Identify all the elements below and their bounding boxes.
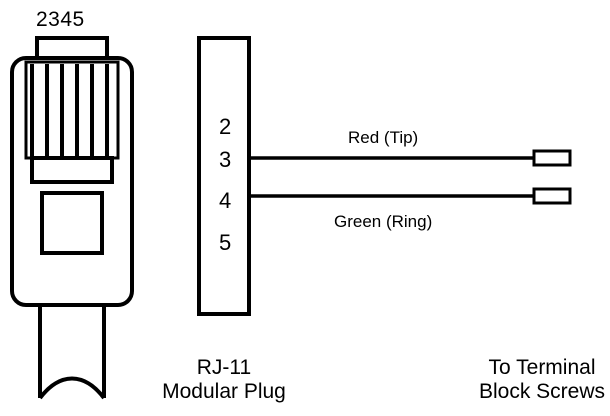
terminal-block (197, 36, 251, 316)
block-pin-4: 4 (219, 188, 232, 213)
block-pin-2: 2 (219, 114, 232, 139)
caption-plug: RJ-11 Modular Plug (150, 356, 298, 403)
caption-plug-line2: Modular Plug (162, 379, 286, 403)
plug-lower-window (40, 191, 104, 255)
wire-red-terminal (532, 149, 572, 167)
caption-terminal-line1: To Terminal (488, 356, 596, 379)
plug-cable (38, 305, 106, 400)
caption-terminal-line2: Block Screws (478, 379, 606, 403)
caption-terminal: To Terminal Block Screws (476, 356, 608, 403)
wire-red-label: Red (Tip) (348, 128, 419, 147)
wire-green-terminal (532, 187, 572, 205)
wires (249, 149, 572, 205)
block-pin-5: 5 (219, 230, 232, 255)
block-pin-3: 3 (219, 147, 232, 172)
plug-contacts (30, 64, 109, 156)
wire-green-label: Green (Ring) (334, 212, 433, 231)
rj11-plug-drawing (10, 36, 134, 400)
plug-pin-numbers: 2345 (36, 8, 85, 31)
plug-band (30, 156, 114, 184)
caption-plug-line1: RJ-11 (196, 356, 252, 379)
